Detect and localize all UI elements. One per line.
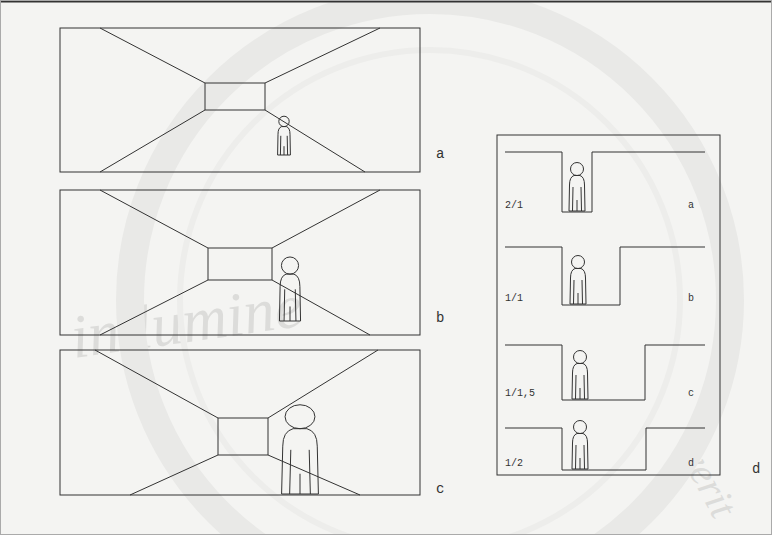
panel-frame [497,135,720,475]
floor-lines [100,110,365,172]
ratio-label: 2/1 [505,201,523,211]
person-figure [572,351,588,400]
section-profile [505,247,705,305]
end-wall [218,418,268,455]
panel-letter: c [436,482,444,496]
ratio-label: 1/1 [505,294,523,304]
sub-letter: b [688,294,694,304]
person-figure [569,163,585,212]
ratio-label: 1/1,5 [505,389,535,399]
section-profile [505,152,705,212]
sub-letter: c [688,389,694,399]
sub-letter: a [688,201,694,211]
ceiling-lines [100,28,380,83]
section-panel [497,135,720,475]
corridor-view [60,28,420,172]
corridor-view [60,350,420,495]
section-profile [505,345,705,400]
end-wall [205,83,265,110]
panel-letter: d [752,462,760,476]
ratio-label: 1/2 [505,459,523,469]
ceiling-lines [100,190,380,248]
floor-lines [130,455,360,495]
person-figure [278,116,291,155]
person-figure [282,405,319,494]
section-profile [505,428,705,470]
ceiling-lines [95,350,378,418]
panel-frame [60,350,420,495]
panel-frame [60,28,420,172]
end-wall [208,248,272,280]
person-figure [570,256,586,305]
person-figure [572,421,588,470]
panel-letter: a [436,147,444,161]
watermark-ring [130,0,730,535]
sub-letter: d [688,459,694,469]
panel-letter: b [436,311,444,325]
